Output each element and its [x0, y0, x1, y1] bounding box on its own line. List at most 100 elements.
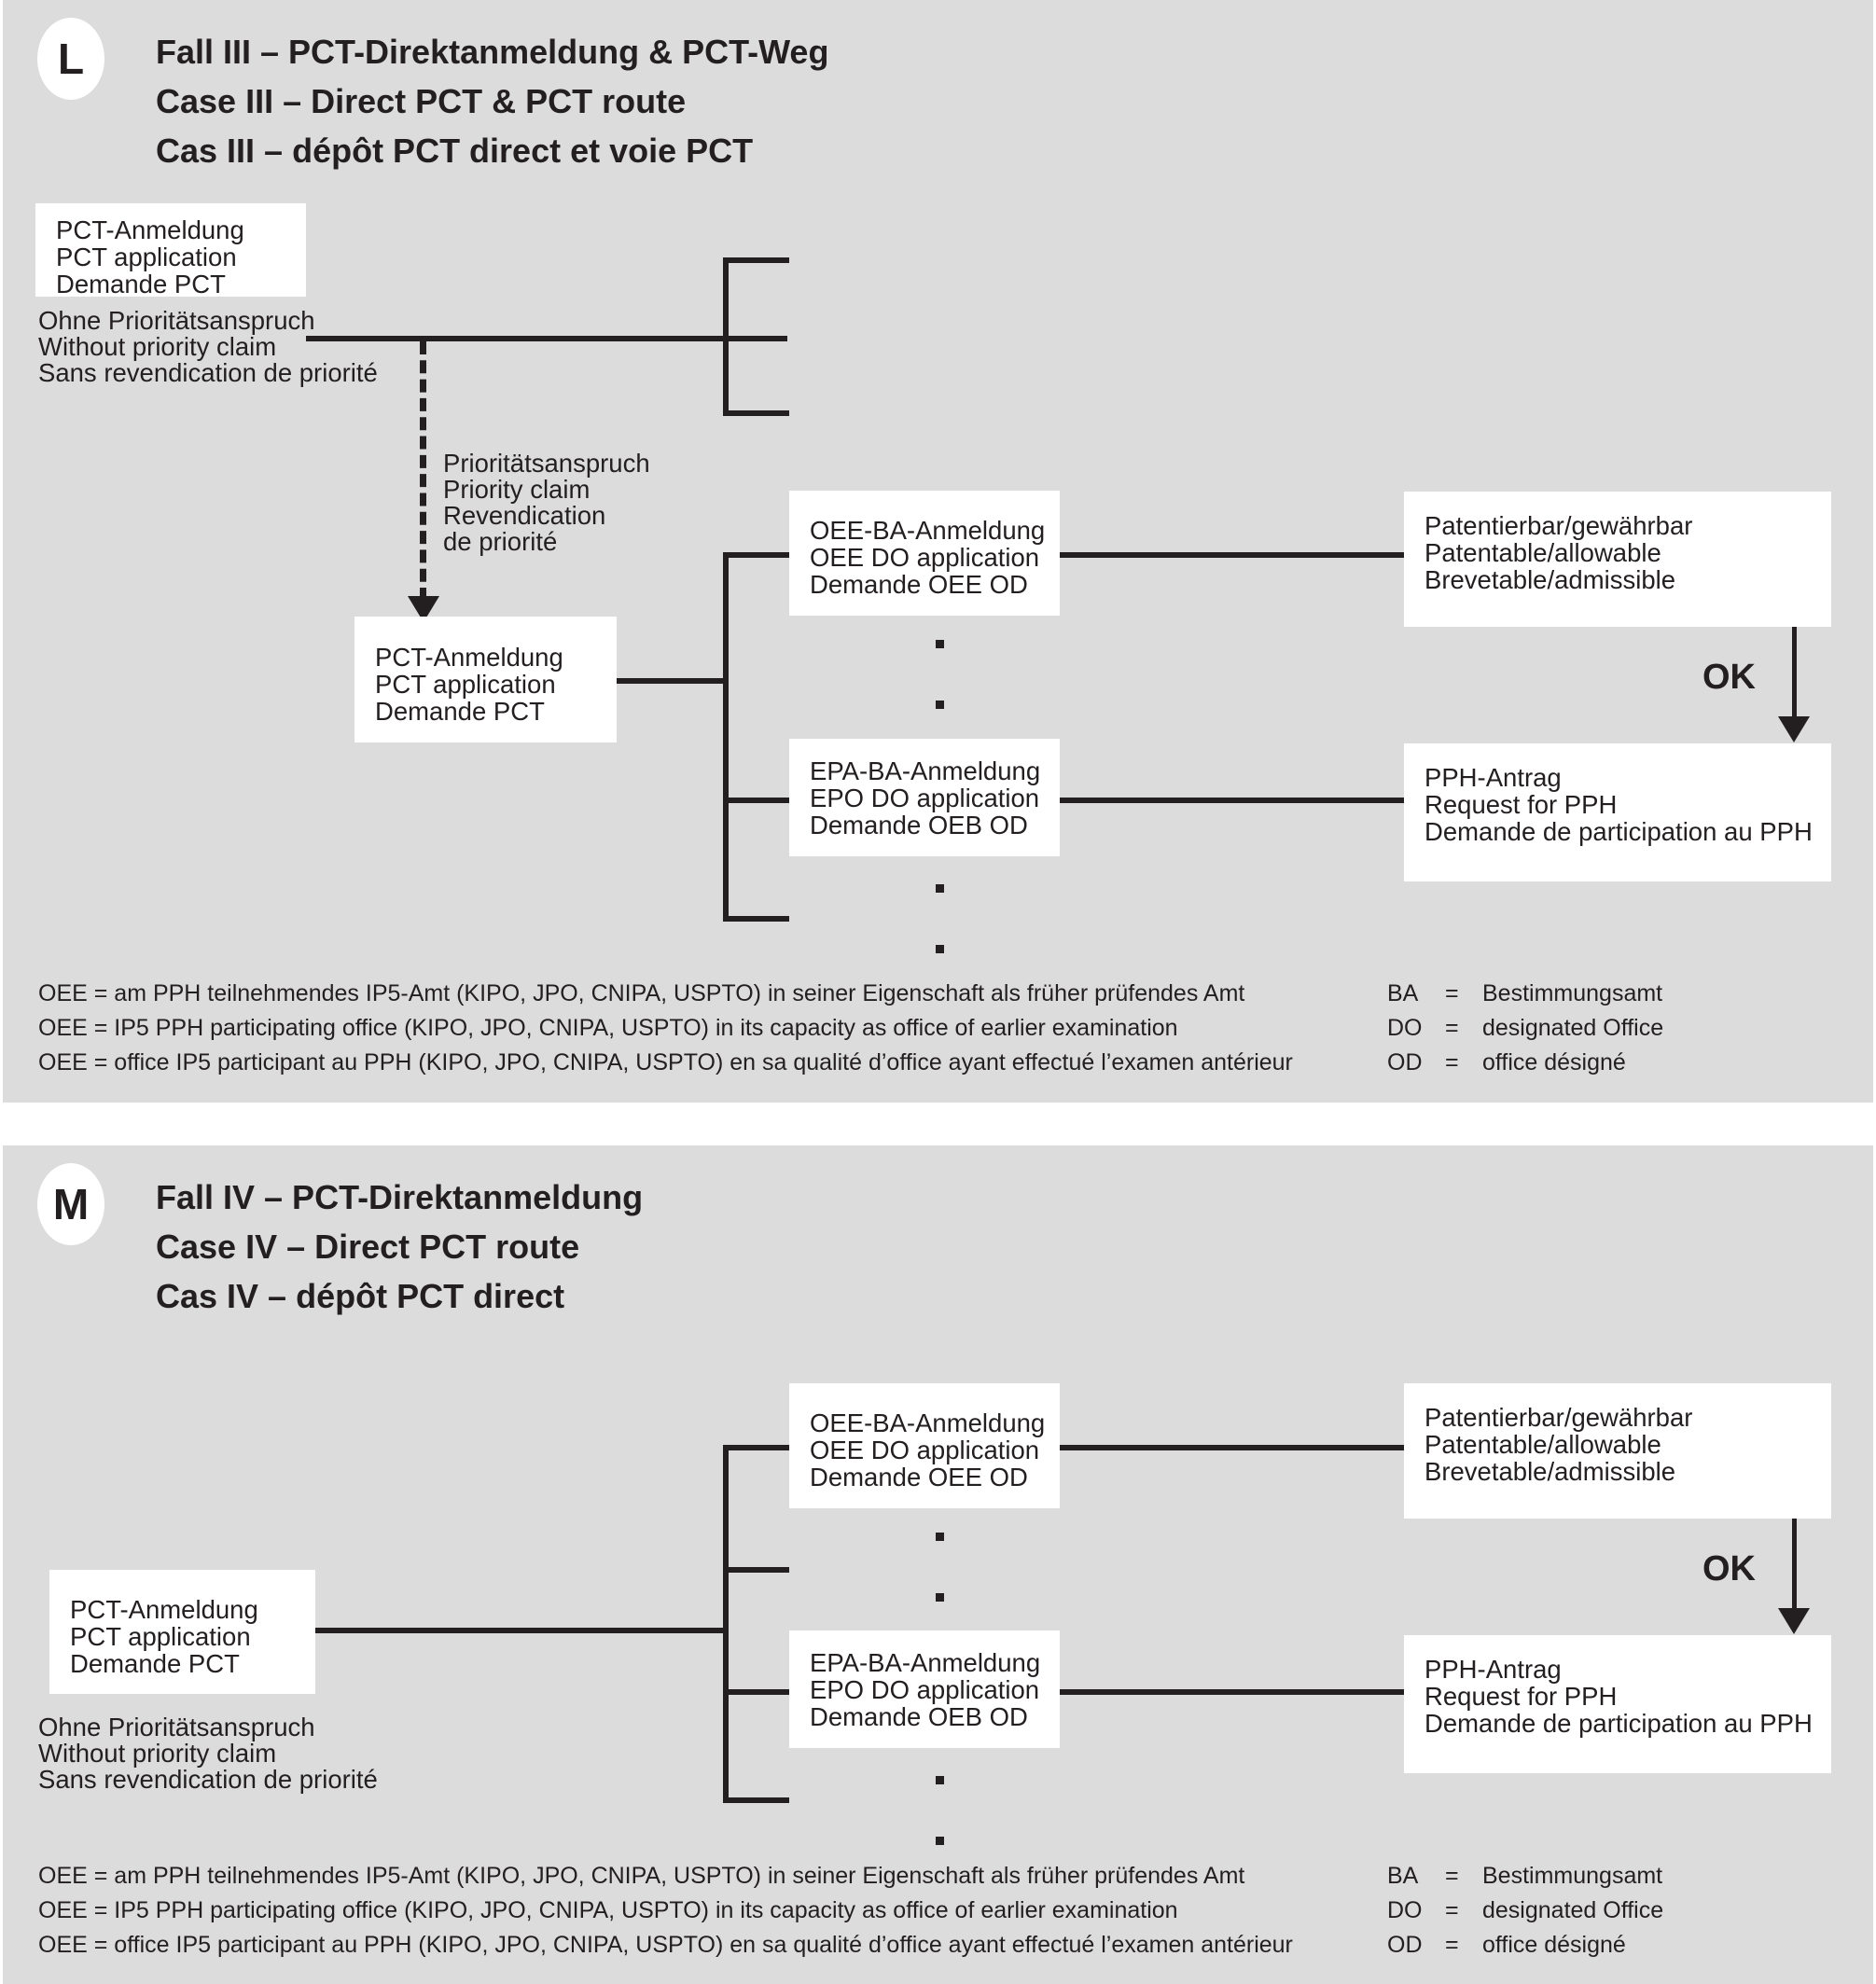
box-line-de: EPA-BA-Anmeldung: [810, 1648, 1041, 1677]
bracket-main-stub-oee: [723, 1445, 789, 1450]
connector-pct-to-bracket-top: [306, 336, 787, 341]
box-patentable-allowable: Patentierbar/gewährbar Patentable/allowa…: [1404, 492, 1831, 627]
bracket-main-stub-epa: [723, 798, 789, 803]
legend-line-fr: OEE = office IP5 participant au PPH (KIP…: [38, 1049, 1293, 1075]
legend-value: Bestimmungsamt: [1482, 980, 1663, 1006]
bracket-top-stub-lower: [723, 410, 789, 416]
legend-key: DO: [1387, 1897, 1423, 1923]
legend-row: DO = designated Office: [1387, 1894, 1663, 1928]
legend-key: OD: [1387, 1049, 1423, 1075]
ok-arrow-shaft: [1792, 1519, 1797, 1612]
legend-abbrev-m: BA=Bestimmungsamt DO=designated Office O…: [1387, 1859, 1663, 1963]
box-line-en: OEE DO application: [810, 1436, 1040, 1464]
bracket-main-stub-epa: [723, 1689, 789, 1695]
box-line-de: OEE-BA-Anmeldung: [810, 516, 1046, 545]
ellipsis-dot: [936, 945, 944, 953]
box-line-fr: Brevetable/admissible: [1424, 565, 1676, 594]
legend-key: BA: [1387, 1863, 1419, 1889]
box-patentable-allowable: Patentierbar/gewährbar Patentable/allowa…: [1404, 1383, 1831, 1519]
box-line-de: OEE-BA-Anmeldung: [810, 1408, 1046, 1437]
box-line-fr: Demande OEE OD: [810, 1463, 1028, 1491]
ellipsis-dot: [936, 1776, 944, 1784]
label-without-priority-fr: Sans revendication de priorité: [38, 358, 378, 387]
label-without-priority-fr: Sans revendication de priorité: [38, 1765, 378, 1794]
legend-equals: =: [1445, 980, 1459, 1006]
box-line-en: EPO DO application: [810, 784, 1040, 812]
ok-arrowhead-icon: [1778, 1608, 1810, 1634]
box-line-fr: Demande OEE OD: [810, 570, 1028, 599]
box-request-for-pph: PPH-Antrag Request for PPH Demande de pa…: [1404, 1635, 1831, 1773]
section-title-en-l: Case III – Direct PCT & PCT route: [156, 82, 687, 120]
box-line-de: PPH-Antrag: [1424, 1655, 1562, 1684]
box-pct-application-top: PCT-Anmeldung PCT application Demande PC…: [35, 203, 306, 298]
box-line-fr: Demande PCT: [375, 697, 545, 726]
section-badge-m: M: [37, 1163, 104, 1245]
box-line-en: Patentable/allowable: [1424, 1430, 1661, 1459]
box-line-fr: Demande OEB OD: [810, 1702, 1028, 1731]
bracket-main-stub-oee: [723, 552, 789, 558]
legend-line-en: OEE = IP5 PPH participating office (KIPO…: [38, 1015, 1178, 1041]
box-pct-application-second: PCT-Anmeldung PCT application Demande PC…: [354, 617, 617, 742]
connector-epa-to-pph: [1060, 1689, 1404, 1695]
box-line-de: PPH-Antrag: [1424, 763, 1562, 792]
connector-oee-to-patentable: [1060, 1445, 1404, 1450]
label-priority-fr2: de priorité: [443, 527, 558, 556]
ok-label: OK: [1702, 1549, 1756, 1589]
box-line-en: PCT application: [56, 243, 237, 271]
bracket-main-stub-bottom: [723, 916, 789, 922]
legend-key: DO: [1387, 1015, 1423, 1041]
label-without-priority-en: Without priority claim: [38, 1739, 277, 1768]
legend-abbrev-l: BA = Bestimmungsamt DO = designated Office O…: [1387, 977, 1663, 1080]
legend-row: BA=Bestimmungsamt: [1387, 1859, 1663, 1894]
box-oee-do-application: OEE-BA-Anmeldung OEE DO application Dema…: [789, 1383, 1060, 1508]
legend-row: OD=office désigné: [1387, 1046, 1663, 1080]
section-panel-case-iii: L Fall III – PCT-Direktanmeldung & PCT-W…: [3, 0, 1873, 1103]
connector-oee-to-patentable: [1060, 552, 1404, 558]
ok-arrow-shaft: [1792, 627, 1797, 720]
legend-row: BA = Bestimmungsamt: [1387, 977, 1663, 1011]
section-panel-case-iv: M Fall IV – PCT-Direktanmeldung Case IV …: [3, 1145, 1873, 1984]
box-line-fr: Demande OEB OD: [810, 811, 1028, 839]
bracket-main-spine: [723, 552, 729, 922]
box-line-de: PCT-Anmeldung: [375, 643, 563, 672]
legend-equals: =: [1445, 1015, 1459, 1041]
box-line-en: Patentable/allowable: [1424, 538, 1661, 567]
box-line-de: PCT-Anmeldung: [70, 1595, 258, 1624]
ellipsis-dot: [936, 1593, 944, 1602]
box-line-fr: Demande PCT: [70, 1649, 240, 1678]
box-line-de: PCT-Anmeldung: [56, 215, 244, 244]
bracket-main-spine: [723, 1445, 729, 1803]
connector-epa-to-pph: [1060, 798, 1404, 803]
section-badge-l: L: [37, 18, 104, 100]
box-line-en: PCT application: [375, 670, 556, 699]
legend-equals: =: [1445, 1863, 1459, 1889]
priority-dashed-line: [420, 341, 426, 601]
box-line-fr: Demande de participation au PPH: [1424, 817, 1813, 846]
legend-equals: =: [1445, 1897, 1459, 1923]
box-line-fr: Brevetable/admissible: [1424, 1457, 1676, 1486]
box-line-de: Patentierbar/gewährbar: [1424, 1403, 1693, 1432]
box-line-en: Request for PPH: [1424, 790, 1618, 819]
legend-value: designated Office: [1482, 1897, 1664, 1923]
legend-line-en: OEE = IP5 PPH participating office (KIPO…: [38, 1897, 1178, 1923]
legend-key: OD: [1387, 1932, 1423, 1958]
box-line-en: EPO DO application: [810, 1675, 1040, 1704]
box-request-for-pph: PPH-Antrag Request for PPH Demande de pa…: [1404, 743, 1831, 881]
legend-row: OD=office désigné: [1387, 1928, 1663, 1963]
bracket-main-stub-bottom: [723, 1797, 789, 1803]
ellipsis-dot: [936, 640, 944, 648]
legend-value: designated Office: [1482, 1015, 1664, 1041]
section-title-fr-m: Cas IV – dépôt PCT direct: [156, 1277, 565, 1315]
bracket-top-spine: [723, 257, 729, 416]
legend-key: BA: [1387, 980, 1419, 1006]
legend-equals: =: [1445, 1932, 1459, 1958]
label-priority-en: Priority claim: [443, 475, 591, 504]
ok-label: OK: [1702, 658, 1756, 697]
ellipsis-dot: [936, 1837, 944, 1845]
legend-oee-l: OEE = am PPH teilnehmendes IP5-Amt (KIPO…: [38, 977, 1293, 1080]
label-priority-fr1: Revendication: [443, 501, 606, 530]
section-title-en-m: Case IV – Direct PCT route: [156, 1228, 580, 1266]
legend-oee-m: OEE = am PPH teilnehmendes IP5-Amt (KIPO…: [38, 1859, 1293, 1963]
box-line-de: Patentierbar/gewährbar: [1424, 511, 1693, 540]
